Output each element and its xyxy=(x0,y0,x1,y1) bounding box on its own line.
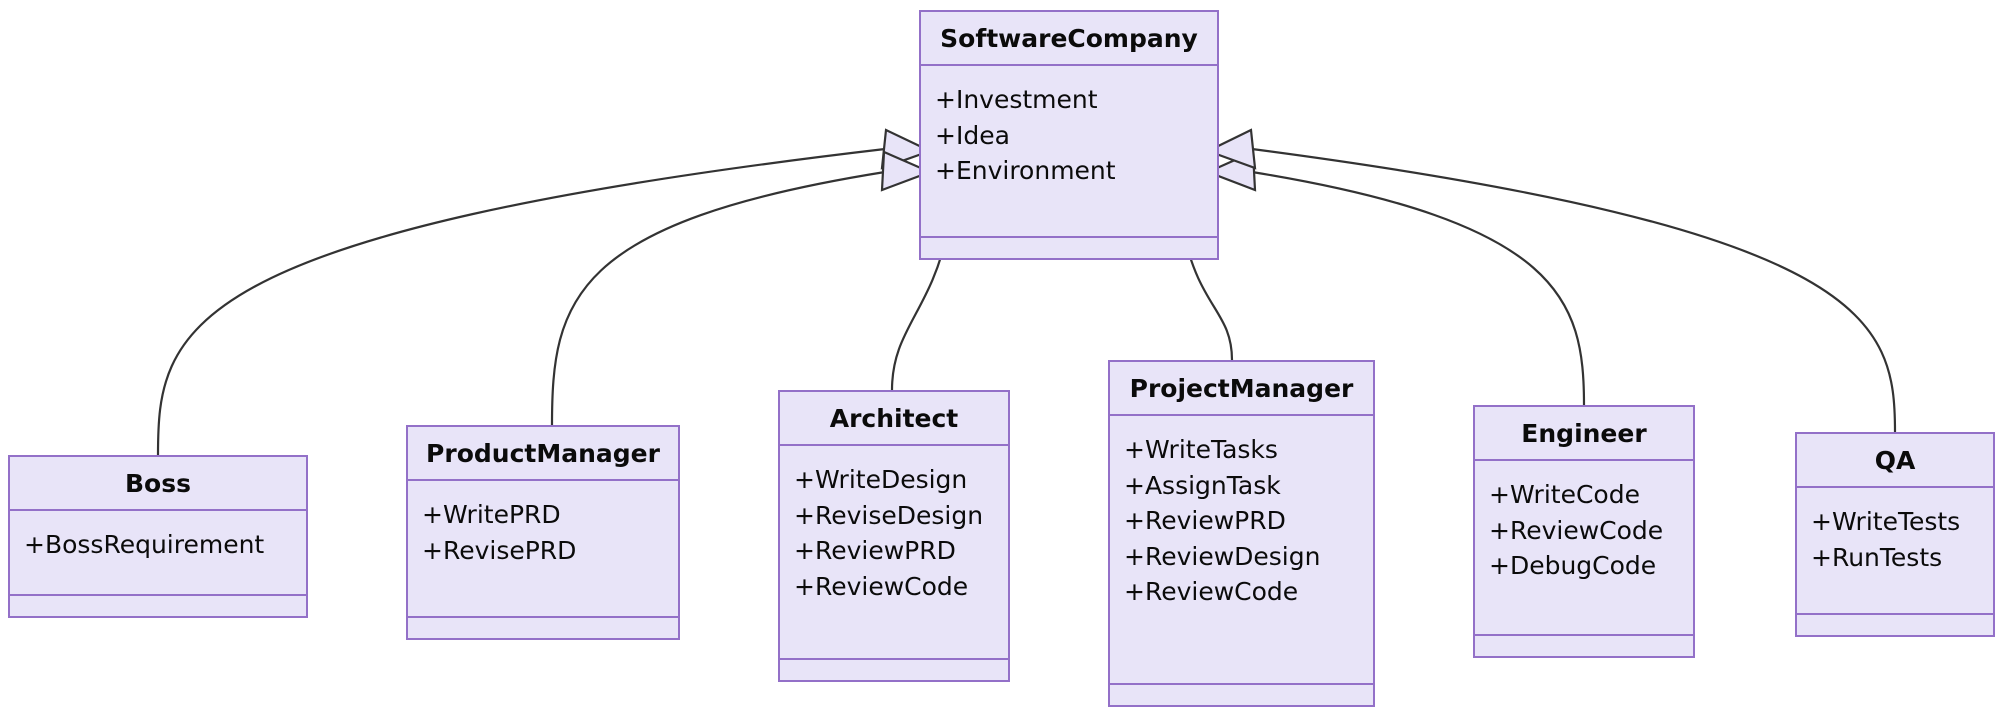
attribute-item: +ReviewCode xyxy=(794,571,969,601)
attributes-compartment: +WriteDesign +ReviseDesign +ReviewPRD +R… xyxy=(780,446,1008,660)
methods-compartment xyxy=(1475,636,1693,656)
attributes-compartment: +WriteTasks +AssignTask +ReviewPRD +Revi… xyxy=(1110,416,1373,685)
class-name-architect: Architect xyxy=(780,392,1008,446)
attribute-item: +ReviseDesign xyxy=(794,500,984,530)
attribute-item: +WriteTests xyxy=(1811,507,1961,536)
attributes-compartment: +Investment +Idea +Environment xyxy=(921,66,1217,238)
methods-compartment xyxy=(1797,615,1993,635)
attribute-item: +ReviewDesign xyxy=(1124,541,1321,571)
attribute-item: +BossRequirement xyxy=(24,530,265,559)
attribute-item: +ReviewCode xyxy=(1489,515,1664,545)
attribute-item: +RunTests xyxy=(1811,542,1943,572)
attribute-item: +WriteDesign xyxy=(794,465,968,494)
attribute-item: +Idea xyxy=(935,120,1010,150)
class-name-projectmanager: ProjectManager xyxy=(1110,362,1373,416)
class-name-qa: QA xyxy=(1797,434,1993,488)
methods-compartment xyxy=(921,238,1217,258)
class-name-productmanager: ProductManager xyxy=(408,427,678,481)
attribute-item: +ReviewCode xyxy=(1124,577,1299,606)
attributes-compartment: +WriteCode +ReviewCode +DebugCode xyxy=(1475,461,1693,636)
attribute-item: +ReviewPRD xyxy=(1124,506,1286,535)
attribute-item: +WritePRD xyxy=(422,500,561,529)
attribute-item: +WriteCode xyxy=(1489,480,1640,509)
attribute-item: +RevisePRD xyxy=(422,535,577,565)
attributes-compartment: +WritePRD +RevisePRD xyxy=(408,481,678,618)
attributes-compartment: +WriteTests +RunTests xyxy=(1797,488,1993,615)
class-name-engineer: Engineer xyxy=(1475,407,1693,461)
uml-class-boss[interactable]: Boss +BossRequirement xyxy=(8,455,308,618)
edge-productmanager-to-softwarecompany xyxy=(550,150,933,426)
methods-compartment xyxy=(1110,685,1373,705)
uml-class-architect[interactable]: Architect +WriteDesign +ReviseDesign +Re… xyxy=(778,390,1010,682)
attribute-item: +Investment xyxy=(935,85,1098,114)
methods-compartment xyxy=(408,618,678,638)
uml-class-engineer[interactable]: Engineer +WriteCode +ReviewCode +DebugCo… xyxy=(1473,405,1695,658)
uml-class-qa[interactable]: QA +WriteTests +RunTests xyxy=(1795,432,1995,637)
uml-class-productmanager[interactable]: ProductManager +WritePRD +RevisePRD xyxy=(406,425,680,640)
uml-class-softwarecompany[interactable]: SoftwareCompany +Investment +Idea +Envir… xyxy=(919,10,1219,260)
attribute-item: +AssignTask xyxy=(1124,470,1281,500)
attribute-item: +ReviewPRD xyxy=(794,536,956,565)
uml-class-projectmanager[interactable]: ProjectManager +WriteTasks +AssignTask +… xyxy=(1108,360,1375,707)
methods-compartment xyxy=(780,660,1008,680)
methods-compartment xyxy=(10,596,306,616)
attribute-item: +DebugCode xyxy=(1489,551,1657,580)
attribute-item: +Environment xyxy=(935,156,1116,185)
class-name-boss: Boss xyxy=(10,457,306,511)
attribute-item: +WriteTasks xyxy=(1124,435,1278,464)
attributes-compartment: +BossRequirement xyxy=(10,511,306,596)
class-name-softwarecompany: SoftwareCompany xyxy=(921,12,1217,66)
